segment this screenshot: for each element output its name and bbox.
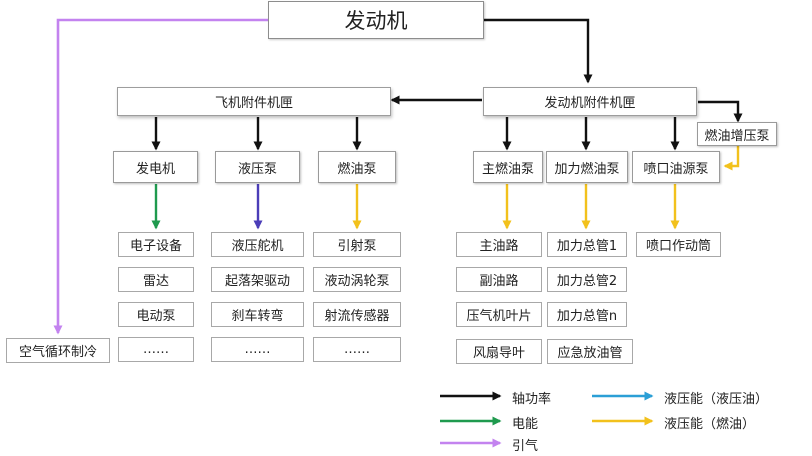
consumer-box: 起落架驱动 — [211, 267, 304, 292]
consumer-box: 液动涡轮泵 — [313, 267, 401, 292]
engine-gearbox-box: 发动机附件机匣 — [483, 87, 697, 116]
afterburner-pump-label: 加力燃油泵 — [554, 161, 620, 177]
arrow-engine-to-engine-gearbox — [484, 18, 593, 84]
main-fuel-pump-box: 主燃油泵 — [473, 151, 543, 183]
afterburner-pump-box: 加力燃油泵 — [546, 151, 628, 183]
arrow-fuel-booster-to-nozzle-pump — [723, 146, 740, 171]
air-cycle-cooling-label: 空气循环制冷 — [18, 345, 97, 360]
consumer-box: …… — [313, 337, 401, 362]
consumer-label: 射流传感器 — [324, 309, 390, 324]
consumer-label: 喷口作动筒 — [645, 239, 711, 254]
hydraulic-pump-box: 液压泵 — [215, 151, 300, 183]
consumer-box: 电子设备 — [118, 232, 194, 257]
arrow-engine-gearbox-to-fuel-booster — [698, 100, 743, 123]
legend-label-bleed-air: 引气 — [512, 439, 539, 454]
consumer-label: …… — [143, 342, 169, 357]
consumer-box: 雷达 — [118, 267, 194, 292]
aircraft-gearbox-box: 飞机附件机匣 — [117, 87, 391, 116]
main-fuel-pump-label: 主燃油泵 — [481, 161, 534, 177]
fuel-pump-box: 燃油泵 — [318, 151, 396, 183]
fuel-booster-box: 燃油增压泵 — [697, 122, 777, 146]
consumer-label: 加力总管n — [556, 309, 618, 324]
engine-box: 发动机 — [268, 1, 484, 39]
generator-box: 发电机 — [113, 151, 198, 183]
consumer-box: 加力总管1 — [547, 232, 627, 257]
consumer-label: 副油路 — [479, 274, 519, 289]
nozzle-pump-label: 喷口油源泵 — [643, 161, 709, 177]
consumer-label: 加力总管1 — [556, 239, 618, 254]
consumer-box: 喷口作动筒 — [636, 232, 721, 257]
fuel-booster-label: 燃油增压泵 — [704, 128, 770, 144]
consumer-label: 电子设备 — [129, 239, 182, 254]
consumer-box: 压气机叶片 — [456, 302, 542, 327]
consumer-box: 引射泵 — [313, 232, 401, 257]
consumer-box: 应急放油管 — [547, 339, 633, 364]
consumer-label: 压气机叶片 — [466, 309, 532, 324]
legend-label-shaft-power: 轴功率 — [512, 392, 552, 407]
consumer-label: …… — [344, 342, 370, 357]
legend-label-hydraulic-oil: 液压能（液压油） — [664, 392, 769, 407]
consumer-label: 雷达 — [142, 274, 169, 289]
engine-gearbox-label: 发动机附件机匣 — [544, 96, 636, 111]
consumer-box: …… — [211, 337, 304, 362]
consumer-label: 起落架驱动 — [224, 274, 290, 289]
consumer-box: …… — [118, 337, 194, 362]
consumer-box: 加力总管2 — [547, 267, 627, 292]
consumer-label: 风扇导叶 — [472, 346, 525, 361]
hydraulic-pump-label: 液压泵 — [237, 161, 277, 177]
consumer-box: 主油路 — [456, 232, 542, 257]
arrow-engine-bleed-air — [53, 18, 268, 335]
consumer-box: 刹车转弯 — [211, 302, 304, 327]
consumer-label: …… — [244, 342, 271, 357]
consumer-box: 电动泵 — [118, 302, 194, 327]
consumer-box: 液压舵机 — [211, 232, 304, 257]
consumer-label: 液压舵机 — [231, 239, 284, 254]
air-cycle-cooling-box: 空气循环制冷 — [6, 338, 110, 363]
legend-label-hydraulic-fuel: 液压能（燃油） — [664, 417, 756, 432]
consumer-label: 刹车转弯 — [231, 309, 284, 324]
consumer-box: 射流传感器 — [313, 302, 401, 327]
nozzle-pump-box: 喷口油源泵 — [632, 151, 720, 183]
aircraft-gearbox-label: 飞机附件机匣 — [214, 96, 293, 111]
consumer-label: 电动泵 — [136, 309, 176, 324]
consumer-label: 引射泵 — [337, 239, 377, 254]
consumer-label: 加力总管2 — [556, 274, 618, 289]
consumer-box: 风扇导叶 — [456, 339, 542, 364]
consumer-box: 加力总管n — [547, 302, 627, 327]
generator-label: 发电机 — [135, 161, 175, 177]
consumer-label: 应急放油管 — [557, 346, 623, 361]
fuel-pump-label: 燃油泵 — [337, 161, 377, 177]
engine-label: 发动机 — [344, 9, 408, 33]
consumer-label: 主油路 — [479, 239, 519, 254]
consumer-label: 液动涡轮泵 — [324, 274, 390, 289]
consumer-box: 副油路 — [456, 267, 542, 292]
legend-label-electric: 电能 — [512, 417, 539, 432]
